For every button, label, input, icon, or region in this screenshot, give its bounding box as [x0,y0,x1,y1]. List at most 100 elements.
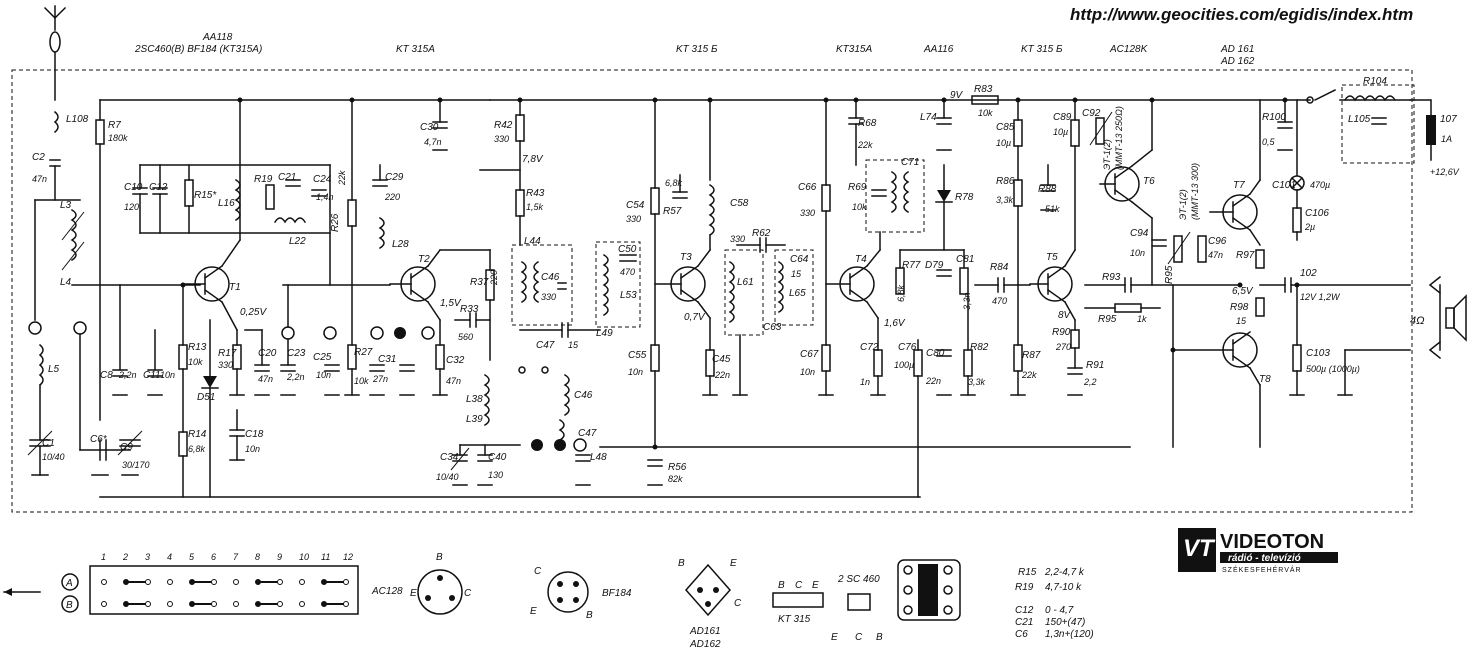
ref-R56: C54 [626,200,645,211]
ref-C36: R33 [460,304,479,315]
val-R98: 47n [1208,250,1223,260]
ref-R78: R77 [902,260,921,271]
speaker-icon [1428,275,1467,360]
switch-col-9: 9 [277,552,282,562]
val-C96: 10n [1130,248,1145,258]
val-C34: 10/40 [436,472,459,482]
resistor-R84 [971,95,999,105]
val-R86: 10µ [996,138,1011,148]
switch-contact-A4[interactable] [370,326,384,340]
switch-table-label: AC128 [371,586,403,597]
ref-C46-label: C46 [541,272,560,283]
val-R57: 10n [628,367,643,377]
transistor-T1: T1 [182,264,241,304]
val-R56: 330 [626,214,641,224]
switch-contact-A2[interactable] [281,326,295,340]
switch-contact-A1 [101,579,107,585]
ref-C58: R56 [668,462,687,473]
val-C47: 15 [568,340,579,350]
kt315-label: KT 315 [778,614,811,625]
ref-L39: L39 [466,414,483,425]
switch-col-10: 10 [299,552,309,562]
switch-contact-A12 [343,579,349,585]
ref-R95-label: R95 [1098,314,1117,325]
val-R26: 22k [337,170,347,186]
note-c21-ref: C21 [1015,617,1033,628]
logo-mark: VT [1183,535,1216,562]
input-coils-L3-L4: L3 L4 [34,199,201,288]
switch-contact-A3[interactable] [323,326,337,340]
val-C1: 10/40 [42,452,65,462]
ref-C34: C34 [440,452,459,463]
switch-col-6: 6 [211,552,216,562]
diode-D79 [937,190,951,202]
ref-C101: R100 [1262,112,1286,123]
ref-C11: C11 [143,370,161,381]
val-C101: 0,5 [1262,137,1276,147]
ref-C103: 102 [1300,268,1317,279]
switch-contact-A5[interactable] [394,327,406,339]
val-R33: 47n [446,376,461,386]
ref-R88: R87 [1022,350,1041,361]
pinout-ac128: B E C [410,552,472,615]
switch-contact-B3[interactable] [554,439,566,451]
ref-lamp: C101 [1272,180,1296,191]
ref-C106: L105 [1348,114,1371,125]
switch-col-7: 7 [233,552,239,562]
ref-D79: R78 [955,192,974,203]
val-C18: 10n [245,444,260,454]
ref-R91: R90 [1052,327,1071,338]
pinout-2sc460: 2 SC 460 E C B [831,574,883,643]
pinout-kt315: B C E KT 315 [772,580,824,625]
switch-col-11: 11 [321,552,330,562]
ref-C89: R88 [1038,184,1057,195]
ref-R98: C96 [1208,236,1227,247]
val-C45: 6,8k [665,178,683,188]
val-R82: 3,3n [962,292,972,310]
ref-C20: C20 [258,348,277,359]
ref-R75: C72 [860,342,879,353]
transistor-T6: T6 [1099,164,1155,204]
ref-L4: L4 [60,277,72,288]
ref-L61: C58 [730,198,749,209]
ad161-pin-c: C [734,598,742,609]
ref-C55: L53 [620,290,637,301]
ref-R43: R43 [526,188,545,199]
label-aa118: AA118 [202,32,233,43]
voltage-out: 6,5V [1232,286,1254,297]
label-t4-type: KT315A [836,44,872,55]
switch-contact-A1[interactable] [28,321,42,335]
switch-contact-B6 [211,601,217,607]
ref-C47-label: C47 [536,340,555,351]
ref-R99: R97 [1236,250,1255,261]
ref-C54: C50 [618,244,637,255]
ref-R14: R14 [188,429,207,440]
ref-C66: C64 [790,254,809,265]
ac128-pin-e: E [410,588,417,599]
ad161-pin-b: B [678,558,685,569]
ref-R104: C103 [1306,348,1330,359]
ref-L44: L44 [524,236,541,247]
ref-R68: C66 [798,182,817,193]
therm-b: (ММТ-13 250Ω) [1114,106,1124,170]
switch-contact-B12 [343,601,349,607]
label-T3: T3 [680,252,692,263]
ref-R82: C81 [956,254,974,265]
ref-R19: R19 [254,174,273,185]
val-C8: 2,2n [118,370,137,380]
ref-L16: L16 [218,198,235,209]
switch-contact-A6[interactable] [421,326,435,340]
val-C71: 22k [857,140,873,150]
ref-C10: C10 [124,182,143,193]
val-R91: 270 [1055,342,1071,352]
if-can-outline [897,559,961,621]
ref-C71: R68 [858,118,877,129]
label-T2: T2 [418,254,430,265]
ref-C81: C80 [926,348,945,359]
voltage-T2: 1,5V [440,298,462,309]
switch-contact-B1[interactable] [73,321,87,335]
switch-contact-B2[interactable] [531,439,543,451]
switch-row-b: B [66,600,73,611]
switch-contact-B4[interactable] [573,438,587,452]
val-R88: 22k [1021,370,1037,380]
